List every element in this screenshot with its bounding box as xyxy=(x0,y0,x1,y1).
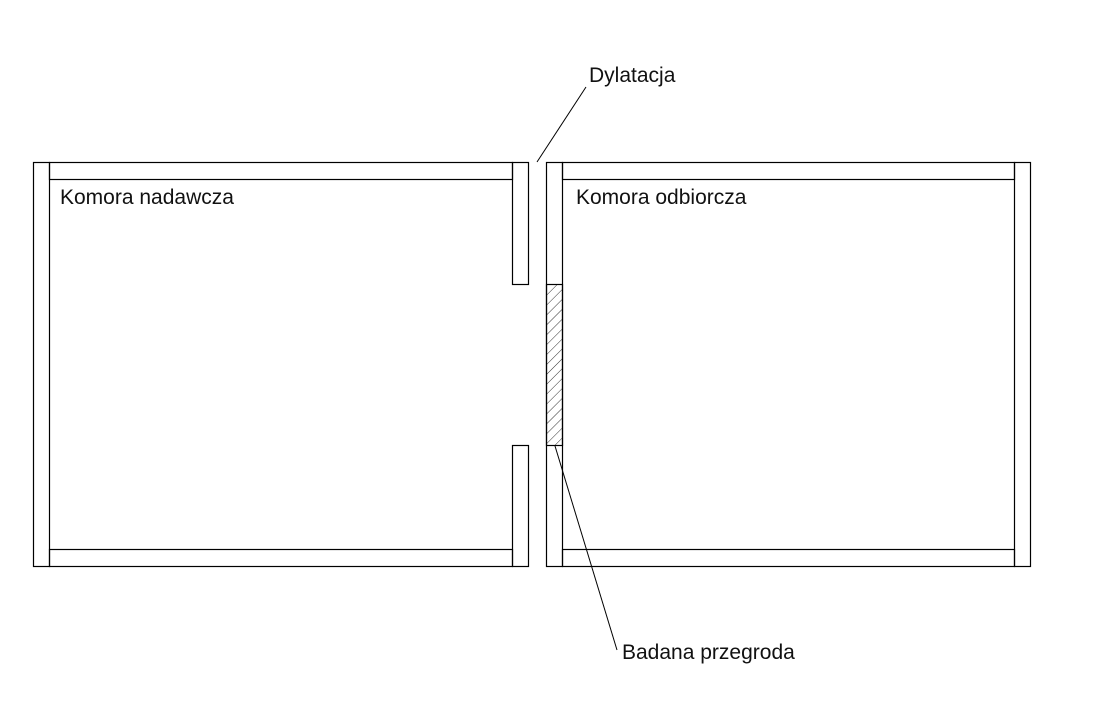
tested-partition-leader xyxy=(554,445,618,651)
sending-chamber-label: Komora nadawcza xyxy=(60,186,234,209)
receiving-chamber-label: Komora odbiorcza xyxy=(576,186,747,209)
right-wall-upper xyxy=(511,161,530,286)
expansion-joint-leader xyxy=(536,86,587,163)
bottom-wall xyxy=(561,548,1016,568)
expansion-joint-label: Dylatacja xyxy=(589,64,676,87)
receiving-chamber-walls xyxy=(545,161,1032,568)
right-wall xyxy=(1013,161,1032,568)
top-wall xyxy=(48,161,514,181)
tested-partition-label: Badana przegroda xyxy=(622,641,795,664)
tested-partition-hatch xyxy=(545,283,564,447)
bottom-wall xyxy=(48,548,514,568)
top-wall xyxy=(561,161,1016,181)
left-wall xyxy=(32,161,51,568)
sending-chamber-walls xyxy=(32,161,530,568)
right-wall-lower xyxy=(511,444,530,568)
